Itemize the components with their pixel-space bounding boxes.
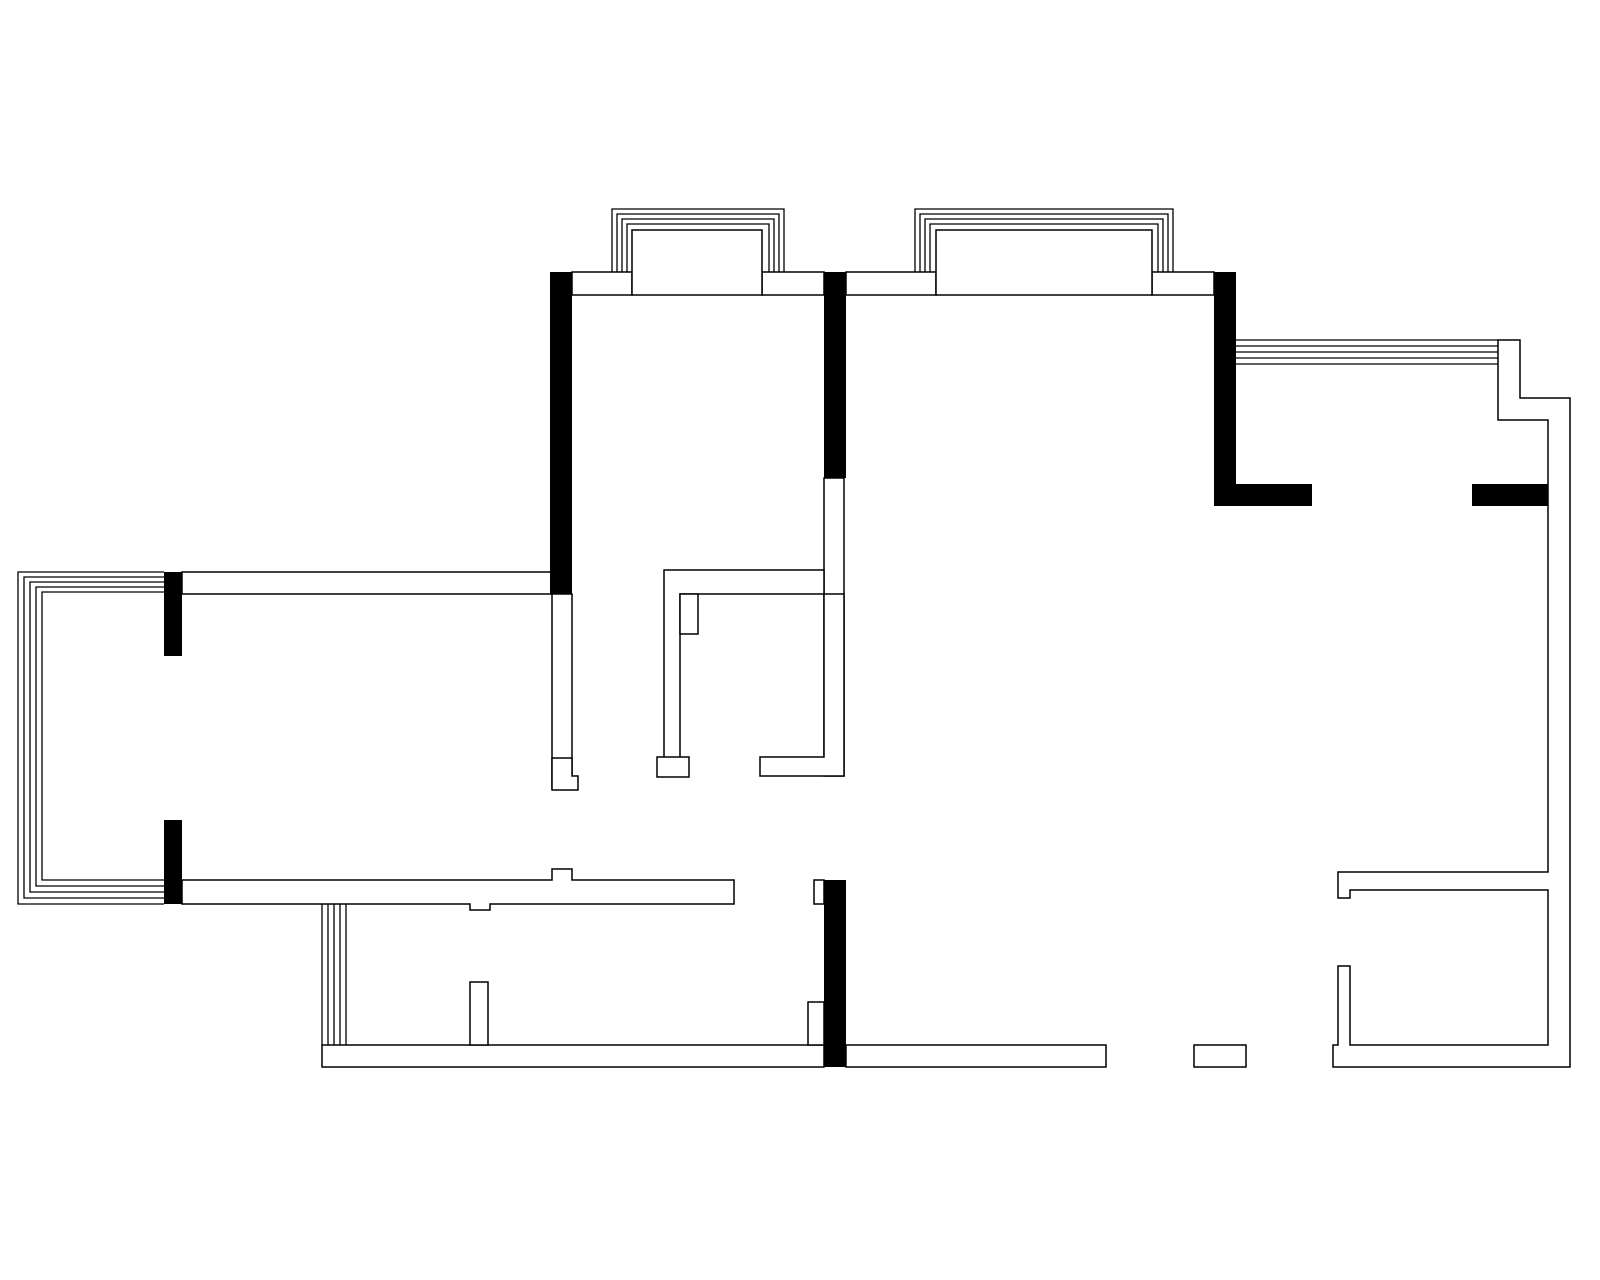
partition-wall <box>813 879 825 905</box>
partition-wall <box>181 571 553 595</box>
load-bearing-walls <box>164 272 1548 1067</box>
bay-sill <box>631 229 763 296</box>
bay-sill <box>935 229 1153 296</box>
balcony-window-bottom-left <box>321 904 347 1045</box>
partition-wall <box>761 271 825 296</box>
partition-wall <box>807 1001 825 1046</box>
window-glazing <box>919 213 1169 272</box>
bay-window-top-1 <box>611 208 785 296</box>
partition-wall <box>469 981 489 1046</box>
load-bearing-wall <box>550 272 572 594</box>
balcony-window-right <box>1236 339 1498 365</box>
partition-wall <box>679 593 699 635</box>
window-glazing <box>29 581 164 893</box>
partition-wall <box>571 271 633 296</box>
load-bearing-wall <box>164 820 182 904</box>
window-glazing <box>616 213 780 272</box>
central-room <box>656 477 845 778</box>
load-bearing-wall <box>824 880 846 1067</box>
left-room <box>181 571 735 911</box>
partition-wall <box>845 1044 1107 1068</box>
window-glazing <box>914 208 1174 272</box>
window-glazing <box>924 218 1164 272</box>
bay-window-top-2 <box>914 208 1174 296</box>
partition-wall <box>1193 1044 1247 1068</box>
partition-wall <box>656 756 690 778</box>
partition-wall <box>759 593 845 777</box>
window-glazing <box>35 586 164 887</box>
window-glazing <box>929 223 1159 272</box>
window-glazing <box>621 218 775 272</box>
window-glazing <box>611 208 785 272</box>
window-glazing <box>626 223 770 272</box>
load-bearing-wall <box>1214 272 1312 506</box>
window-glazing <box>41 591 164 881</box>
partition-wall <box>845 271 937 296</box>
window-glazing <box>17 571 164 905</box>
partition-wall <box>181 868 735 911</box>
bottom-left-room <box>321 879 1107 1068</box>
partition-wall <box>321 1044 825 1068</box>
window-glazing <box>23 576 164 899</box>
bottom-right-walls <box>1193 339 1571 1068</box>
load-bearing-wall <box>824 272 846 478</box>
partition-wall <box>1151 271 1215 296</box>
load-bearing-wall <box>1472 484 1548 506</box>
partition-wall <box>551 757 579 791</box>
load-bearing-wall <box>164 572 182 656</box>
bay-window-left <box>17 571 164 905</box>
partition-wall <box>1332 339 1571 1068</box>
